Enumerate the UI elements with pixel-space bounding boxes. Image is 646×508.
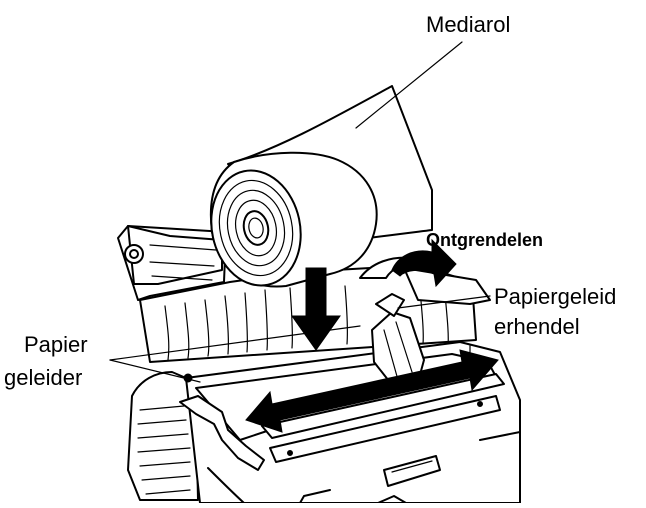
media-roll-label: Mediarol: [426, 12, 510, 37]
guide-lever-label-line1: Papiergeleid: [494, 284, 616, 309]
media-roll: [209, 85, 433, 288]
release-label: Ontgrendelen: [426, 230, 543, 250]
down-arrow-icon: [291, 267, 341, 351]
double-arrow-icon: [245, 349, 499, 433]
paper-guides-label-line1: Papier: [24, 332, 88, 357]
release-arrow-icon: [391, 238, 457, 288]
leader-lines: [109, 41, 491, 383]
paper-guides-label-line2: geleider: [4, 365, 82, 390]
guide-lever-label-line2: erhendel: [494, 314, 580, 339]
